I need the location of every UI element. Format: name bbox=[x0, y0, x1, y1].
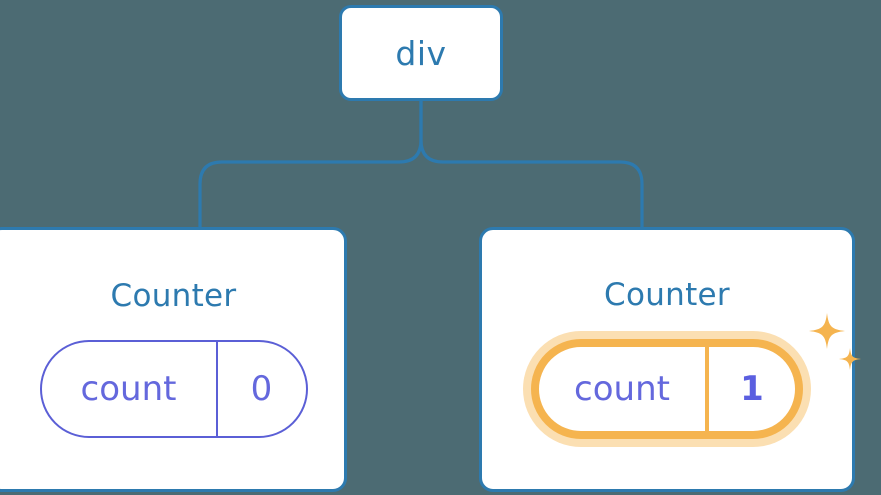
state-pill-left-wrapper: count 0 bbox=[39, 340, 308, 438]
state-pill-right[interactable]: count 1 bbox=[531, 339, 803, 439]
state-key-right: count bbox=[539, 347, 709, 431]
counter-right-title: Counter bbox=[604, 277, 730, 313]
tree-node-counter-right[interactable]: Counter count 1 bbox=[479, 227, 861, 492]
card-content-right: Counter count 1 bbox=[531, 277, 861, 439]
card-content-left: Counter count 0 bbox=[28, 281, 308, 438]
link-root-to-right-child bbox=[419, 99, 644, 229]
counter-left-title: Counter bbox=[110, 278, 237, 314]
state-value-right: 1 bbox=[740, 369, 764, 409]
tree-node-root[interactable]: div bbox=[339, 5, 503, 101]
link-root-to-left-child bbox=[198, 99, 423, 229]
tree-node-counter-left[interactable]: Counter count 0 bbox=[0, 227, 347, 492]
root-node-label: div bbox=[395, 33, 447, 73]
sparkle-large-icon bbox=[809, 313, 845, 349]
state-key-left: count bbox=[42, 342, 218, 436]
state-pill-left[interactable]: count 0 bbox=[39, 340, 308, 438]
sparkle-small-icon bbox=[839, 348, 861, 370]
state-value-left: 0 bbox=[250, 369, 273, 409]
state-pill-right-wrapper: count 1 bbox=[531, 313, 861, 439]
sparkle-group bbox=[809, 313, 861, 370]
